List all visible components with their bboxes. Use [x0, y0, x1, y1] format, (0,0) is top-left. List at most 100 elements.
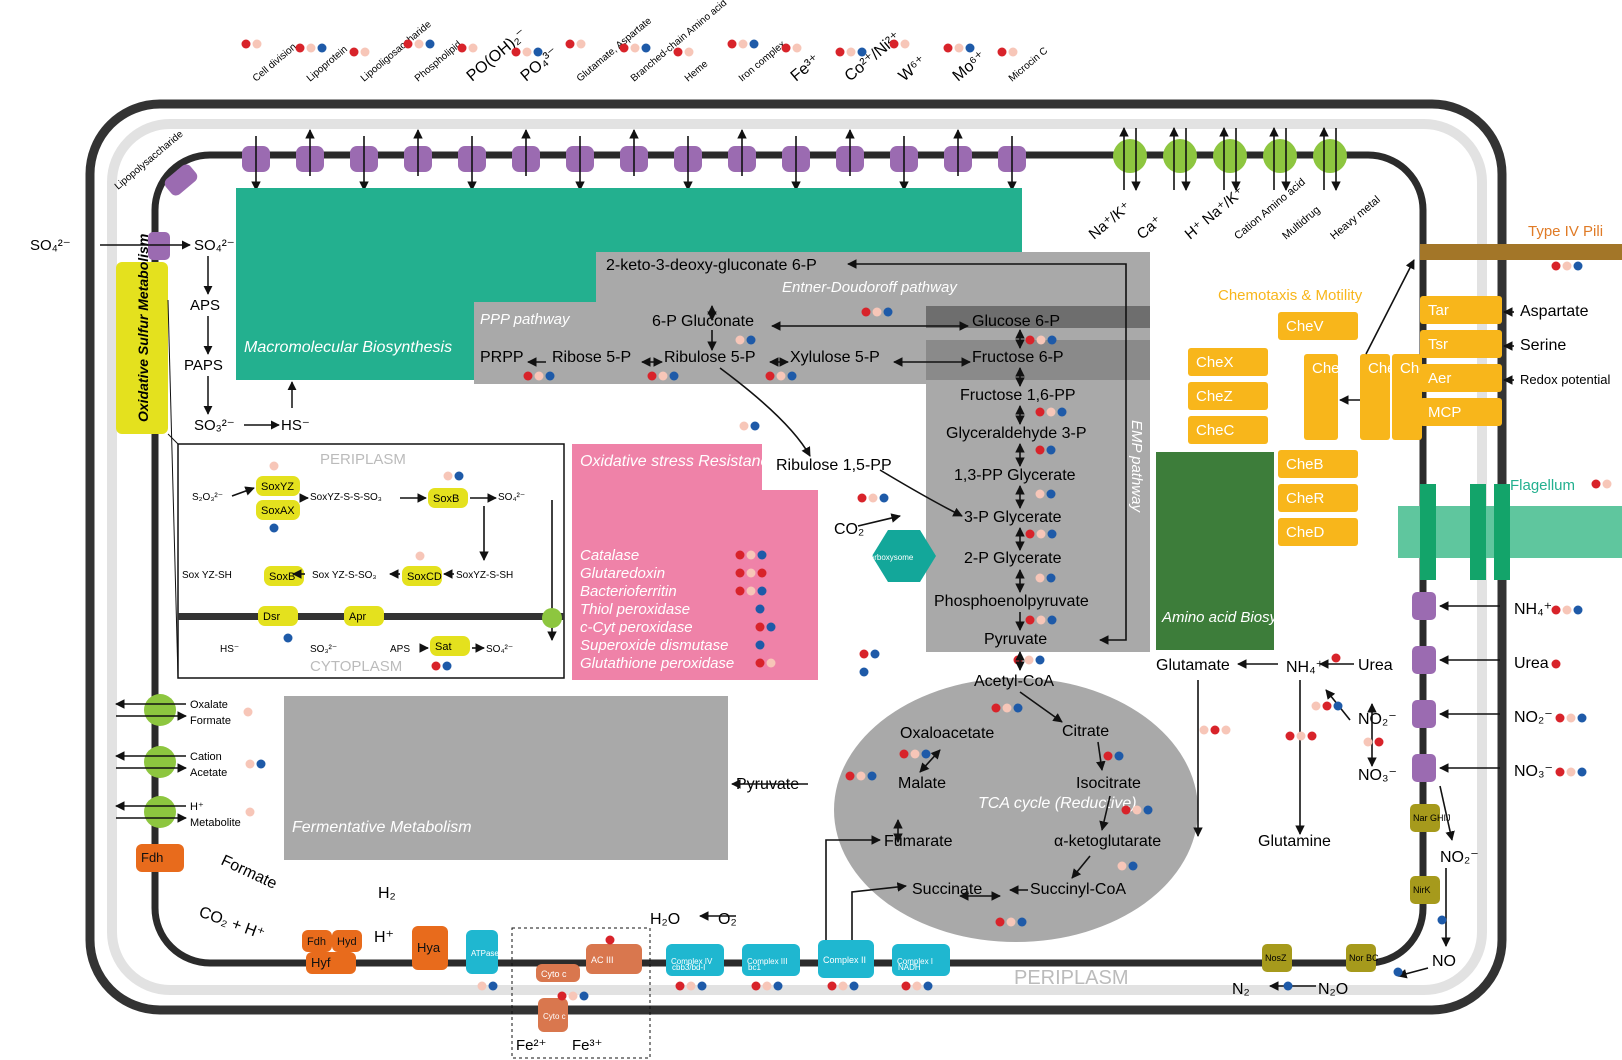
h2: H₂: [378, 885, 396, 902]
marker-dot: [1026, 336, 1035, 345]
marker-dot: [1036, 574, 1045, 583]
nor-label: Nor BC: [1349, 953, 1379, 963]
marker-dot: [535, 372, 544, 381]
sulfate-out: SO₄²⁻: [30, 237, 71, 254]
marker-dot: [1308, 732, 1317, 741]
marker-dot: [850, 982, 859, 991]
top-label: Heme: [683, 58, 711, 84]
channel: [1163, 139, 1197, 173]
marker-dot: [1025, 656, 1034, 665]
channel: [144, 694, 176, 726]
soxyz-s-sh: SoxYZ-S-SH: [456, 570, 513, 581]
glutamine: Glutamine: [1258, 833, 1331, 850]
marker-dot: [1563, 262, 1572, 271]
marker-dot: [998, 48, 1007, 57]
marker-dot: [1014, 656, 1023, 665]
marker-dot: [426, 40, 435, 49]
marker-dot: [728, 40, 737, 49]
stress-item: Thiol peroxidase: [580, 601, 690, 618]
g3p: Glyceraldehyde 3-P: [946, 425, 1087, 442]
transporter: [1412, 754, 1436, 782]
marker-dot: [1334, 702, 1343, 711]
ribulose: Ribulose 5-P: [664, 349, 756, 366]
sox-enzyme-label: SoxB: [433, 493, 459, 505]
stress-item: Glutathione peroxidase: [580, 655, 734, 672]
marker-dot: [659, 372, 668, 381]
marker-dot: [246, 808, 255, 817]
marker-dot: [873, 308, 882, 317]
top-label: Mo⁶⁺: [950, 48, 989, 85]
glucose: Glucose 6-P: [972, 313, 1060, 330]
paps: PAPS: [184, 357, 223, 374]
marker-dot: [1133, 806, 1142, 815]
type-iv-pili: [1420, 244, 1622, 260]
marker-dot: [1009, 48, 1018, 57]
sox-enzyme-label: SoxAX: [261, 505, 295, 517]
marker-dot: [1552, 660, 1561, 669]
hya-label: Hya: [417, 940, 441, 955]
flagellum-label: Flagellum: [1510, 477, 1575, 494]
left-label: Formate: [190, 715, 231, 727]
chex-label: CheX: [1196, 354, 1234, 371]
marker-dot: [911, 750, 920, 759]
marker-dot: [432, 662, 441, 671]
marker-dot: [869, 494, 878, 503]
marker-dot: [1036, 408, 1045, 417]
marker-dot: [318, 44, 327, 53]
marker-dot: [1438, 916, 1447, 925]
chec-label: CheC: [1196, 422, 1235, 439]
ion-channels: Na⁺/K⁺Ca⁺H⁺ Na⁺/K⁺Cation Amino acidMulti…: [1086, 128, 1383, 243]
marker-dot: [782, 44, 791, 53]
marker-dot: [676, 982, 685, 991]
marker-dot: [1104, 752, 1113, 761]
marker-dot: [1122, 806, 1131, 815]
marker-dot: [1047, 446, 1056, 455]
marker-dot: [631, 44, 640, 53]
sox-channel: [542, 608, 562, 628]
marker-dot: [1047, 408, 1056, 417]
marker-dot: [944, 44, 953, 53]
sulfite: SO₃²⁻: [194, 417, 235, 434]
marker-dot: [257, 760, 266, 769]
periplasm-bottom: PERIPLASM: [1014, 967, 1128, 989]
channel: [1113, 139, 1147, 173]
marker-dot: [1603, 480, 1612, 489]
marker-dot: [752, 982, 761, 991]
marker-dot: [1118, 862, 1127, 871]
marker-dot: [246, 760, 255, 769]
top-label: Fe³⁺: [788, 51, 824, 85]
serine: Serine: [1520, 337, 1566, 354]
aspartate: Aspartate: [1520, 303, 1589, 320]
top-label: Branched-chain Amino acid: [629, 0, 729, 84]
marker-dot: [736, 587, 745, 596]
marker-dot: [534, 48, 543, 57]
tar-label: Tar: [1428, 302, 1449, 319]
sox-enzyme-label: Apr: [349, 611, 366, 623]
marker-dot: [774, 982, 783, 991]
marker-dot: [469, 44, 478, 53]
marker-dot: [846, 772, 855, 781]
c4sub: cbb3/bd-I: [672, 963, 705, 972]
marker-dot: [1286, 732, 1295, 741]
fdh-label: Fdh: [141, 850, 163, 865]
marker-dot: [1036, 446, 1045, 455]
top-label: W⁶⁺: [896, 53, 930, 85]
marker-dot: [546, 372, 555, 381]
atpase-label: ATPase: [471, 949, 499, 958]
co2-arrow: [858, 516, 900, 526]
marker-dot: [924, 982, 933, 991]
channel-label: Multidrug: [1280, 204, 1322, 242]
ribose: Ribose 5-P: [552, 349, 631, 366]
marker-dot: [1394, 968, 1403, 977]
marker-dot: [747, 587, 756, 596]
marker-dot: [606, 936, 615, 945]
marker-dot: [922, 750, 931, 759]
marker-dot: [836, 48, 845, 57]
fe3: Fe³⁺: [572, 1037, 602, 1054]
marker-dot: [756, 605, 765, 614]
akg: α-ketoglutarate: [1054, 833, 1161, 850]
marker-dot: [670, 372, 679, 381]
s2o3: S₂O₃²⁻: [192, 492, 223, 503]
pyruvate: Pyruvate: [984, 631, 1047, 648]
ppp-title: PPP pathway: [480, 311, 571, 328]
